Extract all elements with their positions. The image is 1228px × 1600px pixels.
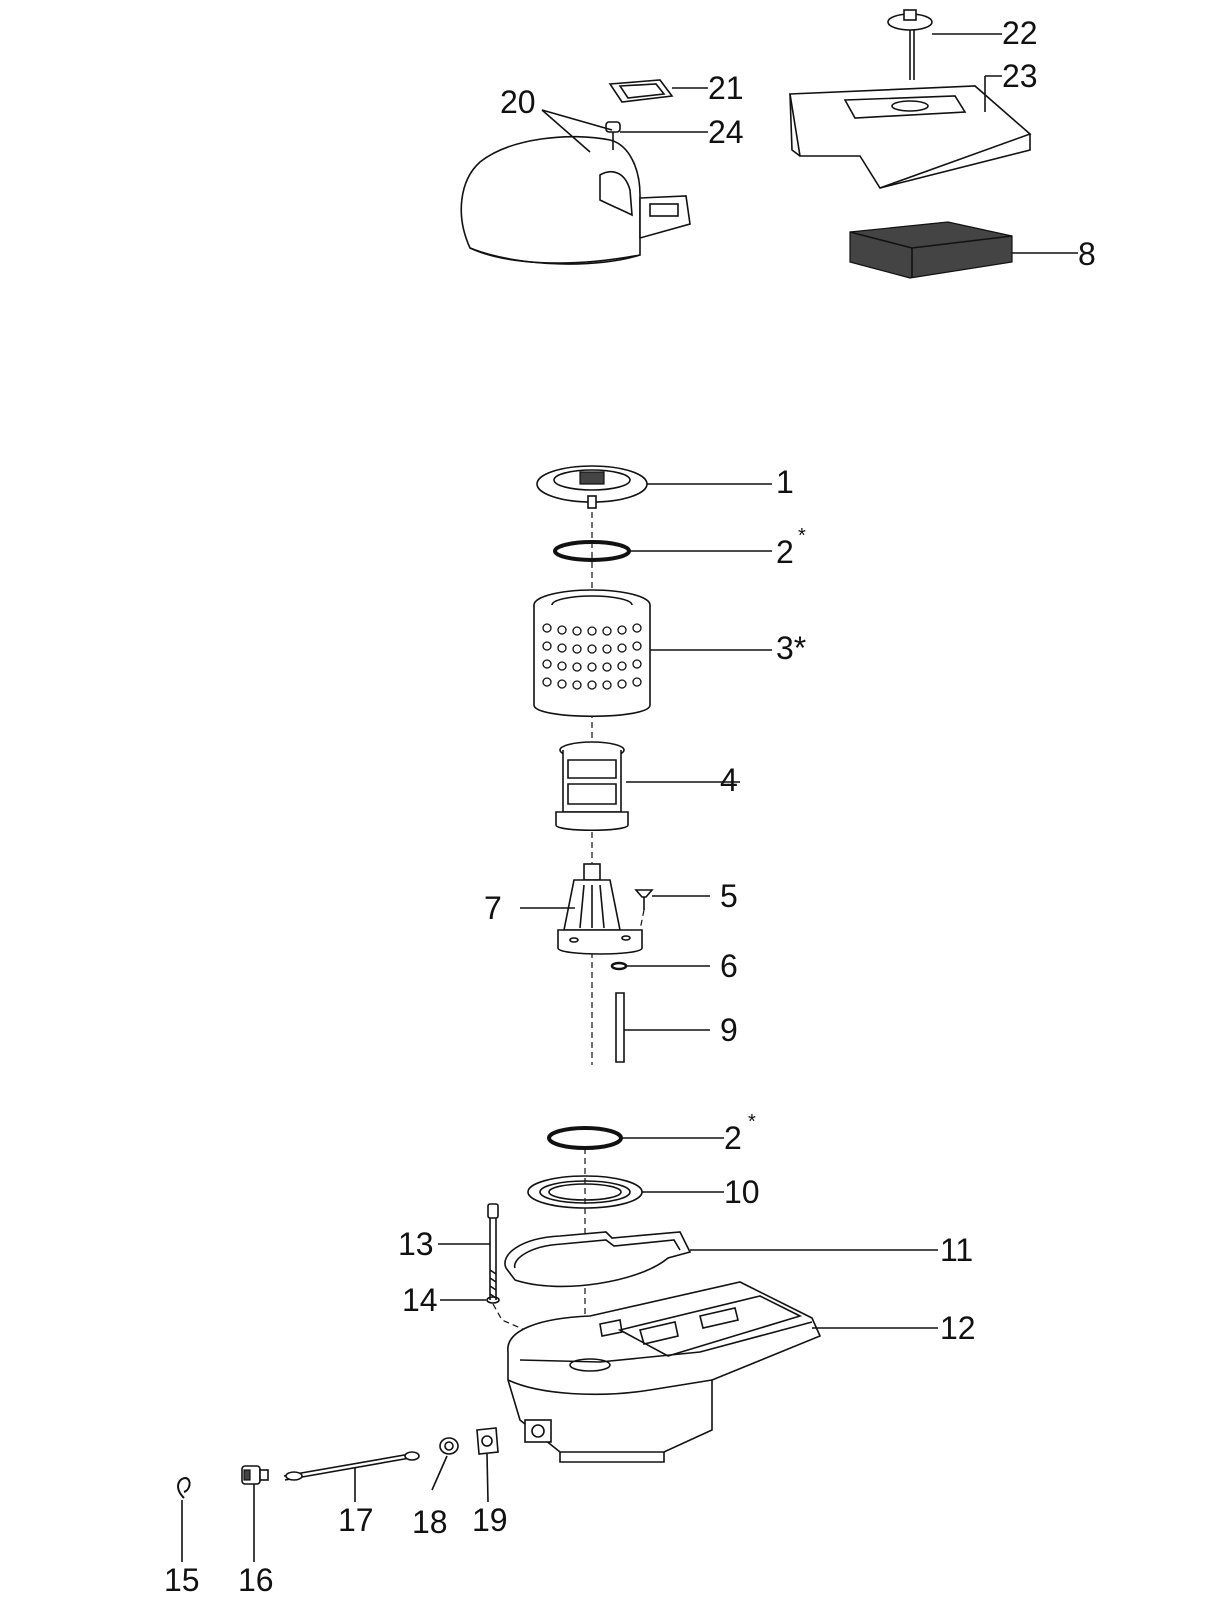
part-6-washer [610, 961, 628, 971]
part-7-holder [557, 863, 643, 955]
label-part-5: 5 [720, 878, 738, 914]
label-part-9: 9 [720, 1012, 738, 1048]
label-part-8: 8 [1078, 236, 1096, 272]
part-16-sensor [241, 1465, 269, 1485]
part-21-gasket [608, 79, 674, 103]
label-part-17: 17 [338, 1502, 374, 1538]
part-17-wire [283, 1451, 420, 1481]
label-part-7: 7 [484, 890, 502, 926]
part-2-o-ring-top [553, 540, 631, 562]
part-8-foam-filter [849, 221, 1013, 279]
label-part-20: 20 [500, 84, 536, 120]
label-part-4: 4 [720, 762, 738, 798]
part-15-clip [177, 1476, 191, 1499]
label-part-6: 6 [720, 948, 738, 984]
part-20-cover [460, 135, 691, 265]
part-4-inner-filter [555, 741, 629, 832]
label-part-11: 11 [940, 1232, 974, 1268]
part-2-o-ring-bottom [547, 1126, 623, 1150]
label-part-1: 1 [776, 464, 794, 500]
label-part-2-top: 2 [776, 534, 794, 570]
label-part-24: 24 [708, 114, 744, 150]
label-part-23: 23 [1002, 58, 1038, 94]
label-part-12: 12 [940, 1310, 976, 1346]
label-part-22: 22 [1002, 15, 1038, 51]
part-19-plate [476, 1427, 499, 1455]
label-part-14: 14 [402, 1282, 438, 1318]
label-part-3: 3* [776, 630, 807, 666]
label-part-19: 19 [472, 1502, 508, 1538]
part-13-bolt [487, 1203, 499, 1300]
label-part-2-top-mark: * [798, 525, 806, 547]
label-part-15: 15 [164, 1562, 200, 1598]
label-part-21: 21 [708, 70, 744, 106]
part-14-washer [486, 1296, 500, 1304]
part-22-cap [887, 9, 933, 80]
part-11-gasket [504, 1231, 692, 1288]
label-part-13: 13 [398, 1226, 434, 1262]
part-3-outer-filter [533, 589, 651, 717]
label-part-16: 16 [238, 1562, 274, 1598]
label-part-10: 10 [724, 1174, 760, 1210]
label-part-18: 18 [412, 1504, 448, 1540]
part-5-screw [634, 889, 654, 910]
part-12-housing [507, 1281, 822, 1463]
part-9-rod [615, 992, 625, 1063]
label-part-2-bottom: 2 [724, 1120, 742, 1156]
part-23-shroud [789, 85, 1032, 189]
part-1-cap-disc [536, 465, 648, 509]
label-part-2-bottom-mark: * [748, 1111, 756, 1133]
part-18-nut [439, 1437, 459, 1455]
